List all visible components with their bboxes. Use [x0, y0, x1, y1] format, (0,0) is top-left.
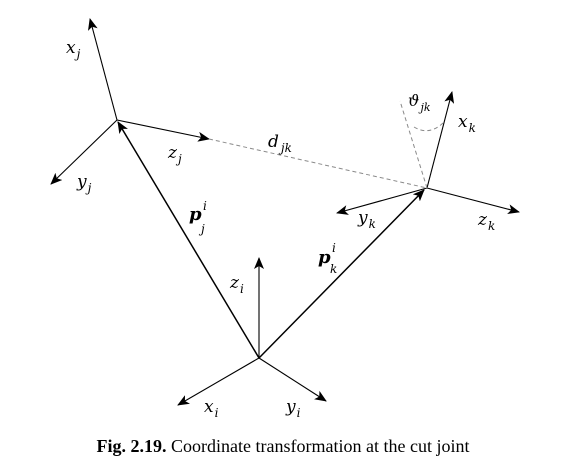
label-p-j-i-sub: j — [198, 222, 205, 236]
axis-y-j — [50, 119, 118, 185]
label-p-k-i: p — [318, 247, 331, 268]
axis-z-k — [426, 187, 520, 215]
axis-z-j — [116, 119, 210, 142]
label-x-i: xi — [204, 397, 219, 420]
axis-y-i — [258, 357, 327, 402]
label-x-k: xk — [458, 112, 476, 135]
axis-y-k — [336, 187, 428, 215]
distance-line-d-jk — [208, 138, 428, 189]
label-z-j: zj — [167, 143, 182, 166]
label-p-k-i-sub: k — [330, 262, 337, 276]
label-theta-jk: ϑjk — [408, 91, 431, 114]
axis-x-k — [426, 91, 455, 189]
caption-prefix: Fig. 2.19. — [96, 436, 167, 456]
label-p-k-i-sup: i — [332, 241, 336, 255]
axis-x-j — [88, 18, 118, 121]
label-z-k: zk — [477, 210, 495, 233]
figure-caption: Fig. 2.19. Coordinate transformation at … — [0, 436, 566, 457]
label-x-j: xj — [66, 38, 81, 61]
label-p-j-i: p — [189, 204, 202, 225]
angle-reference-line — [399, 100, 428, 189]
vector-p-k-i — [258, 189, 425, 359]
label-y-i: yi — [285, 397, 301, 420]
label-y-k: yk — [357, 208, 376, 231]
vector-p-j-i — [117, 121, 260, 359]
label-p-j-i-sup: i — [203, 199, 207, 213]
angle-arc-theta-jk — [413, 122, 444, 132]
caption-text: Coordinate transformation at the cut joi… — [171, 436, 470, 456]
axis-x-i — [177, 357, 260, 406]
label-y-j: yj — [76, 172, 92, 195]
label-z-i: zi — [229, 273, 244, 296]
